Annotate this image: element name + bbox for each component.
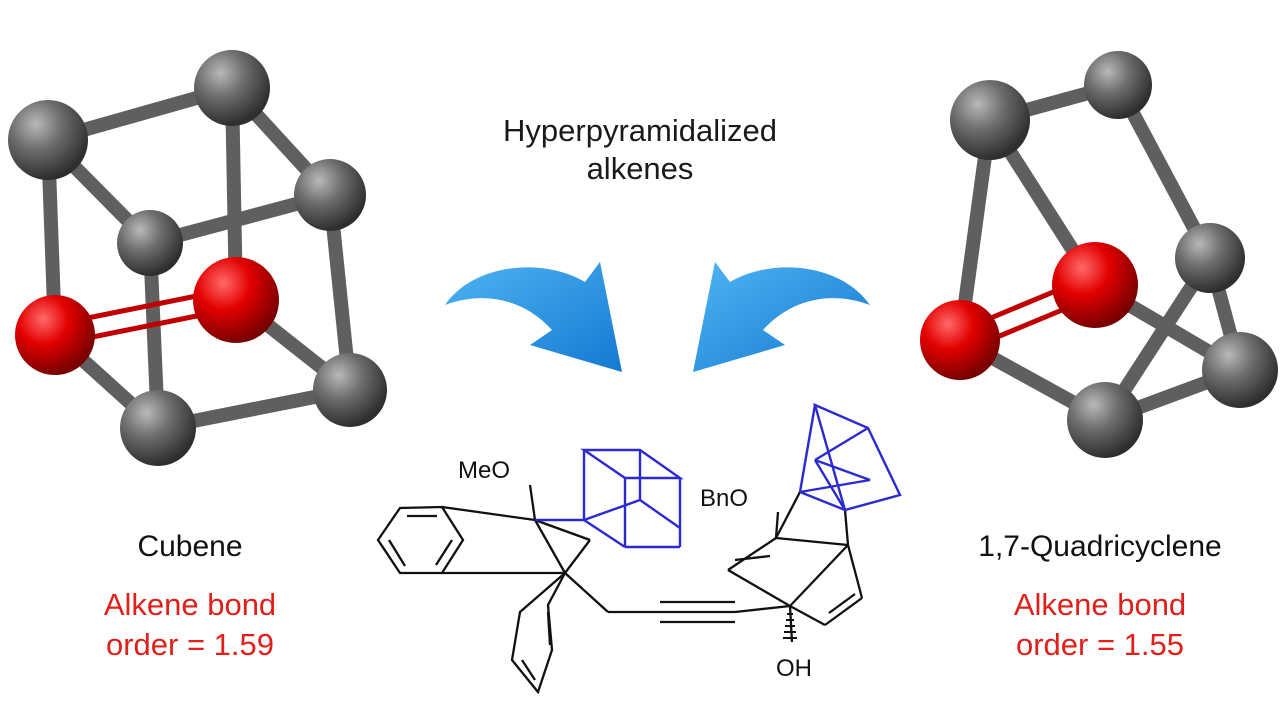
quadricyclene-atom [1084, 51, 1152, 119]
quadricyclene-atom [1202, 332, 1278, 408]
quadricyclene-name: 1,7-Quadricyclene [978, 530, 1222, 563]
quadricyclene-atom [1175, 223, 1245, 293]
cubene-atom [120, 390, 196, 466]
left-curved-arrow-icon [445, 262, 622, 372]
quadricyclene-bond-order: Alkene bond order = 1.55 [950, 585, 1250, 665]
figure-title-line: Hyperpyramidalized [503, 113, 777, 148]
cubene-bond-order-line: Alkene bond [103, 587, 277, 622]
cubene-bond-order: Alkene bond order = 1.59 [40, 585, 340, 665]
right-curved-arrow-icon [693, 262, 870, 372]
benzyloxy-label: BnO [700, 485, 748, 512]
cubene-model [8, 50, 387, 466]
cubene-atom [194, 50, 270, 126]
quadricyclene-alkene-atom [920, 300, 1000, 380]
cubene-alkene-atom [193, 257, 279, 343]
figure-title-line: alkenes [586, 151, 694, 186]
cubene-atom [313, 353, 387, 427]
quadricyclene-atom [1067, 382, 1143, 458]
cubene-name: Cubene [137, 530, 243, 563]
quadricyclene-atom [950, 80, 1030, 160]
cubene-atom [294, 159, 366, 231]
quadricyclene-model [920, 51, 1278, 458]
cubene-alkene-atom [15, 295, 95, 375]
cubene-atom [117, 210, 183, 276]
quadricyclene-alkene-atom [1052, 242, 1138, 328]
cubene-bond-order-line: order = 1.59 [105, 627, 275, 662]
figure-title: Hyperpyramidalized alkenes [430, 112, 850, 188]
cubene-bonds [41, 81, 357, 435]
hydroxyl-label: OH [776, 655, 812, 682]
quadricyclene-bond-order-line: Alkene bond [1013, 587, 1187, 622]
cubene-atom [8, 100, 88, 180]
target-molecule-structure: MeO BnO OH [376, 402, 902, 695]
quadricyclene-bond-order-line: order = 1.55 [1015, 627, 1185, 662]
methoxy-label: MeO [458, 457, 510, 484]
